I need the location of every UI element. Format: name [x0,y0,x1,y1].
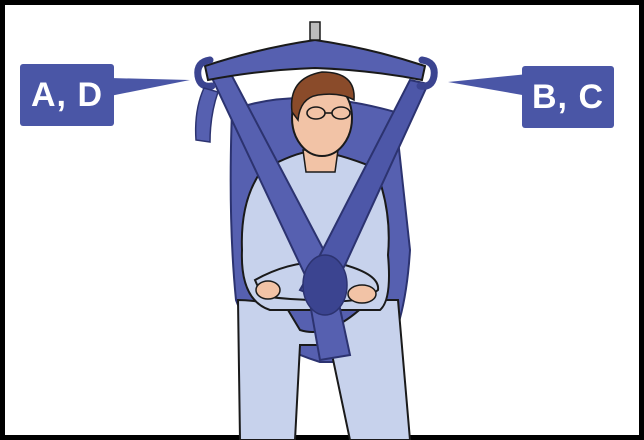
callout-label-a-d: A, D [20,64,114,126]
strap-crossing [303,255,347,315]
strap-tail-left [196,88,218,142]
spreader-bar-hanger [310,22,320,40]
callout-right-pointer [448,74,528,96]
callout-left-pointer [110,78,190,96]
callout-label-b-c: B, C [522,66,614,128]
patient-hand-left [256,281,280,299]
patient-hand-right [348,285,376,303]
